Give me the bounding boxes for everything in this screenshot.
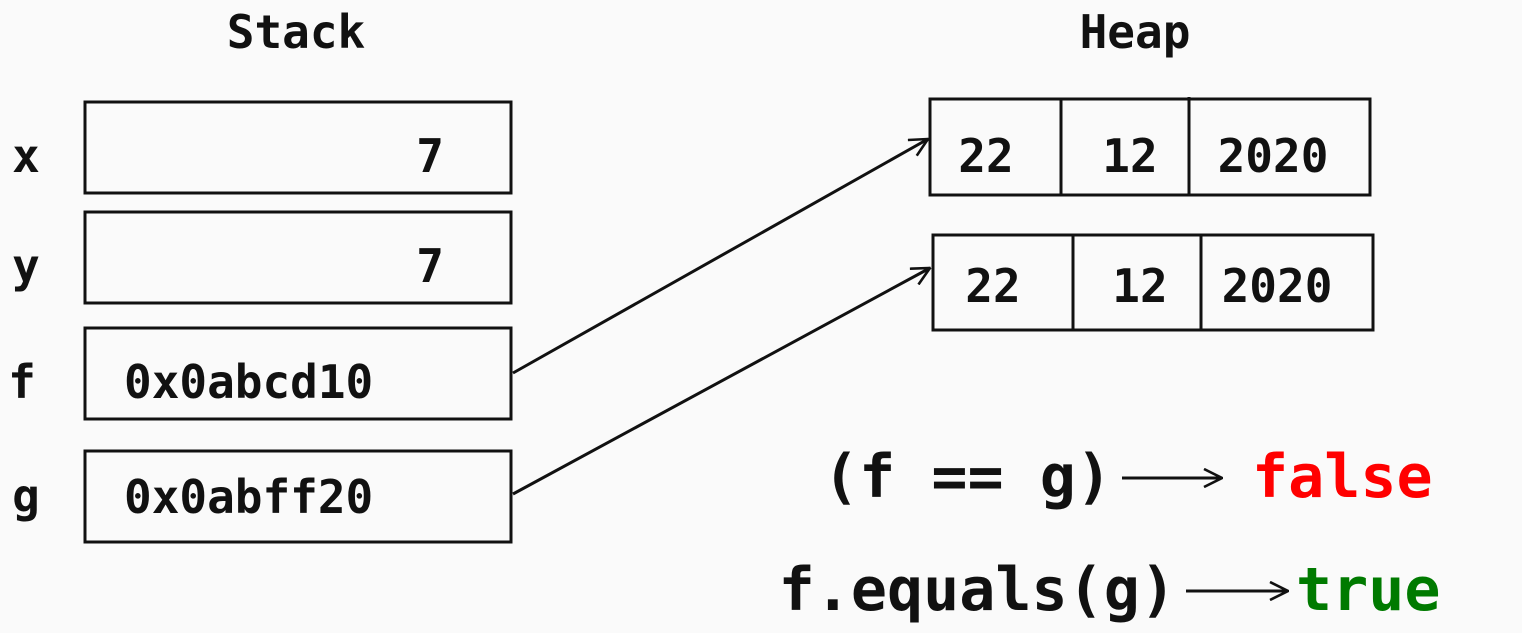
stack-value-f: 0x0abcd10 [124, 355, 373, 409]
stack-value-x: 7 [416, 129, 444, 183]
heap-object-1-cell-3: 2020 [1218, 129, 1329, 183]
stack-slot-f [83, 326, 513, 421]
stack-slot-y [83, 210, 513, 305]
stack-var-label-f: f [8, 355, 36, 409]
heap-object-1-cell-2: 12 [1102, 129, 1157, 183]
stack-var-label-y: y [12, 239, 40, 293]
stack-var-label-g: g [12, 469, 40, 523]
stack-value-g: 0x0abff20 [124, 470, 373, 524]
heap-title: Heap [1080, 5, 1191, 59]
heap-object-2-box [931, 233, 1375, 332]
comparison-reference-expr: (f == g) [823, 442, 1112, 512]
stack-slot-x [83, 100, 513, 195]
stack-slot-g [83, 449, 513, 544]
heap-object-1-cell-1: 22 [958, 129, 1013, 183]
comparison-equals-expr: f.equals(g) [779, 555, 1176, 625]
heap-object-2-cell-1: 22 [965, 259, 1020, 313]
comparison-equals-result: true [1296, 555, 1441, 625]
stack-var-label-x: x [12, 129, 40, 183]
heap-object-1: 22 12 2020 [928, 97, 1372, 197]
stack-title: Stack [227, 5, 365, 59]
pointer-arrow-f [512, 139, 928, 375]
heap-object-2-cell-3: 2020 [1222, 259, 1333, 313]
heap-object-2-cell-2: 12 [1112, 259, 1167, 313]
heap-object-2: 22 12 2020 [931, 233, 1375, 332]
pointer-arrow-g [512, 268, 930, 496]
comparison-reference-result: false [1252, 442, 1433, 512]
stack-value-y: 7 [416, 239, 444, 293]
